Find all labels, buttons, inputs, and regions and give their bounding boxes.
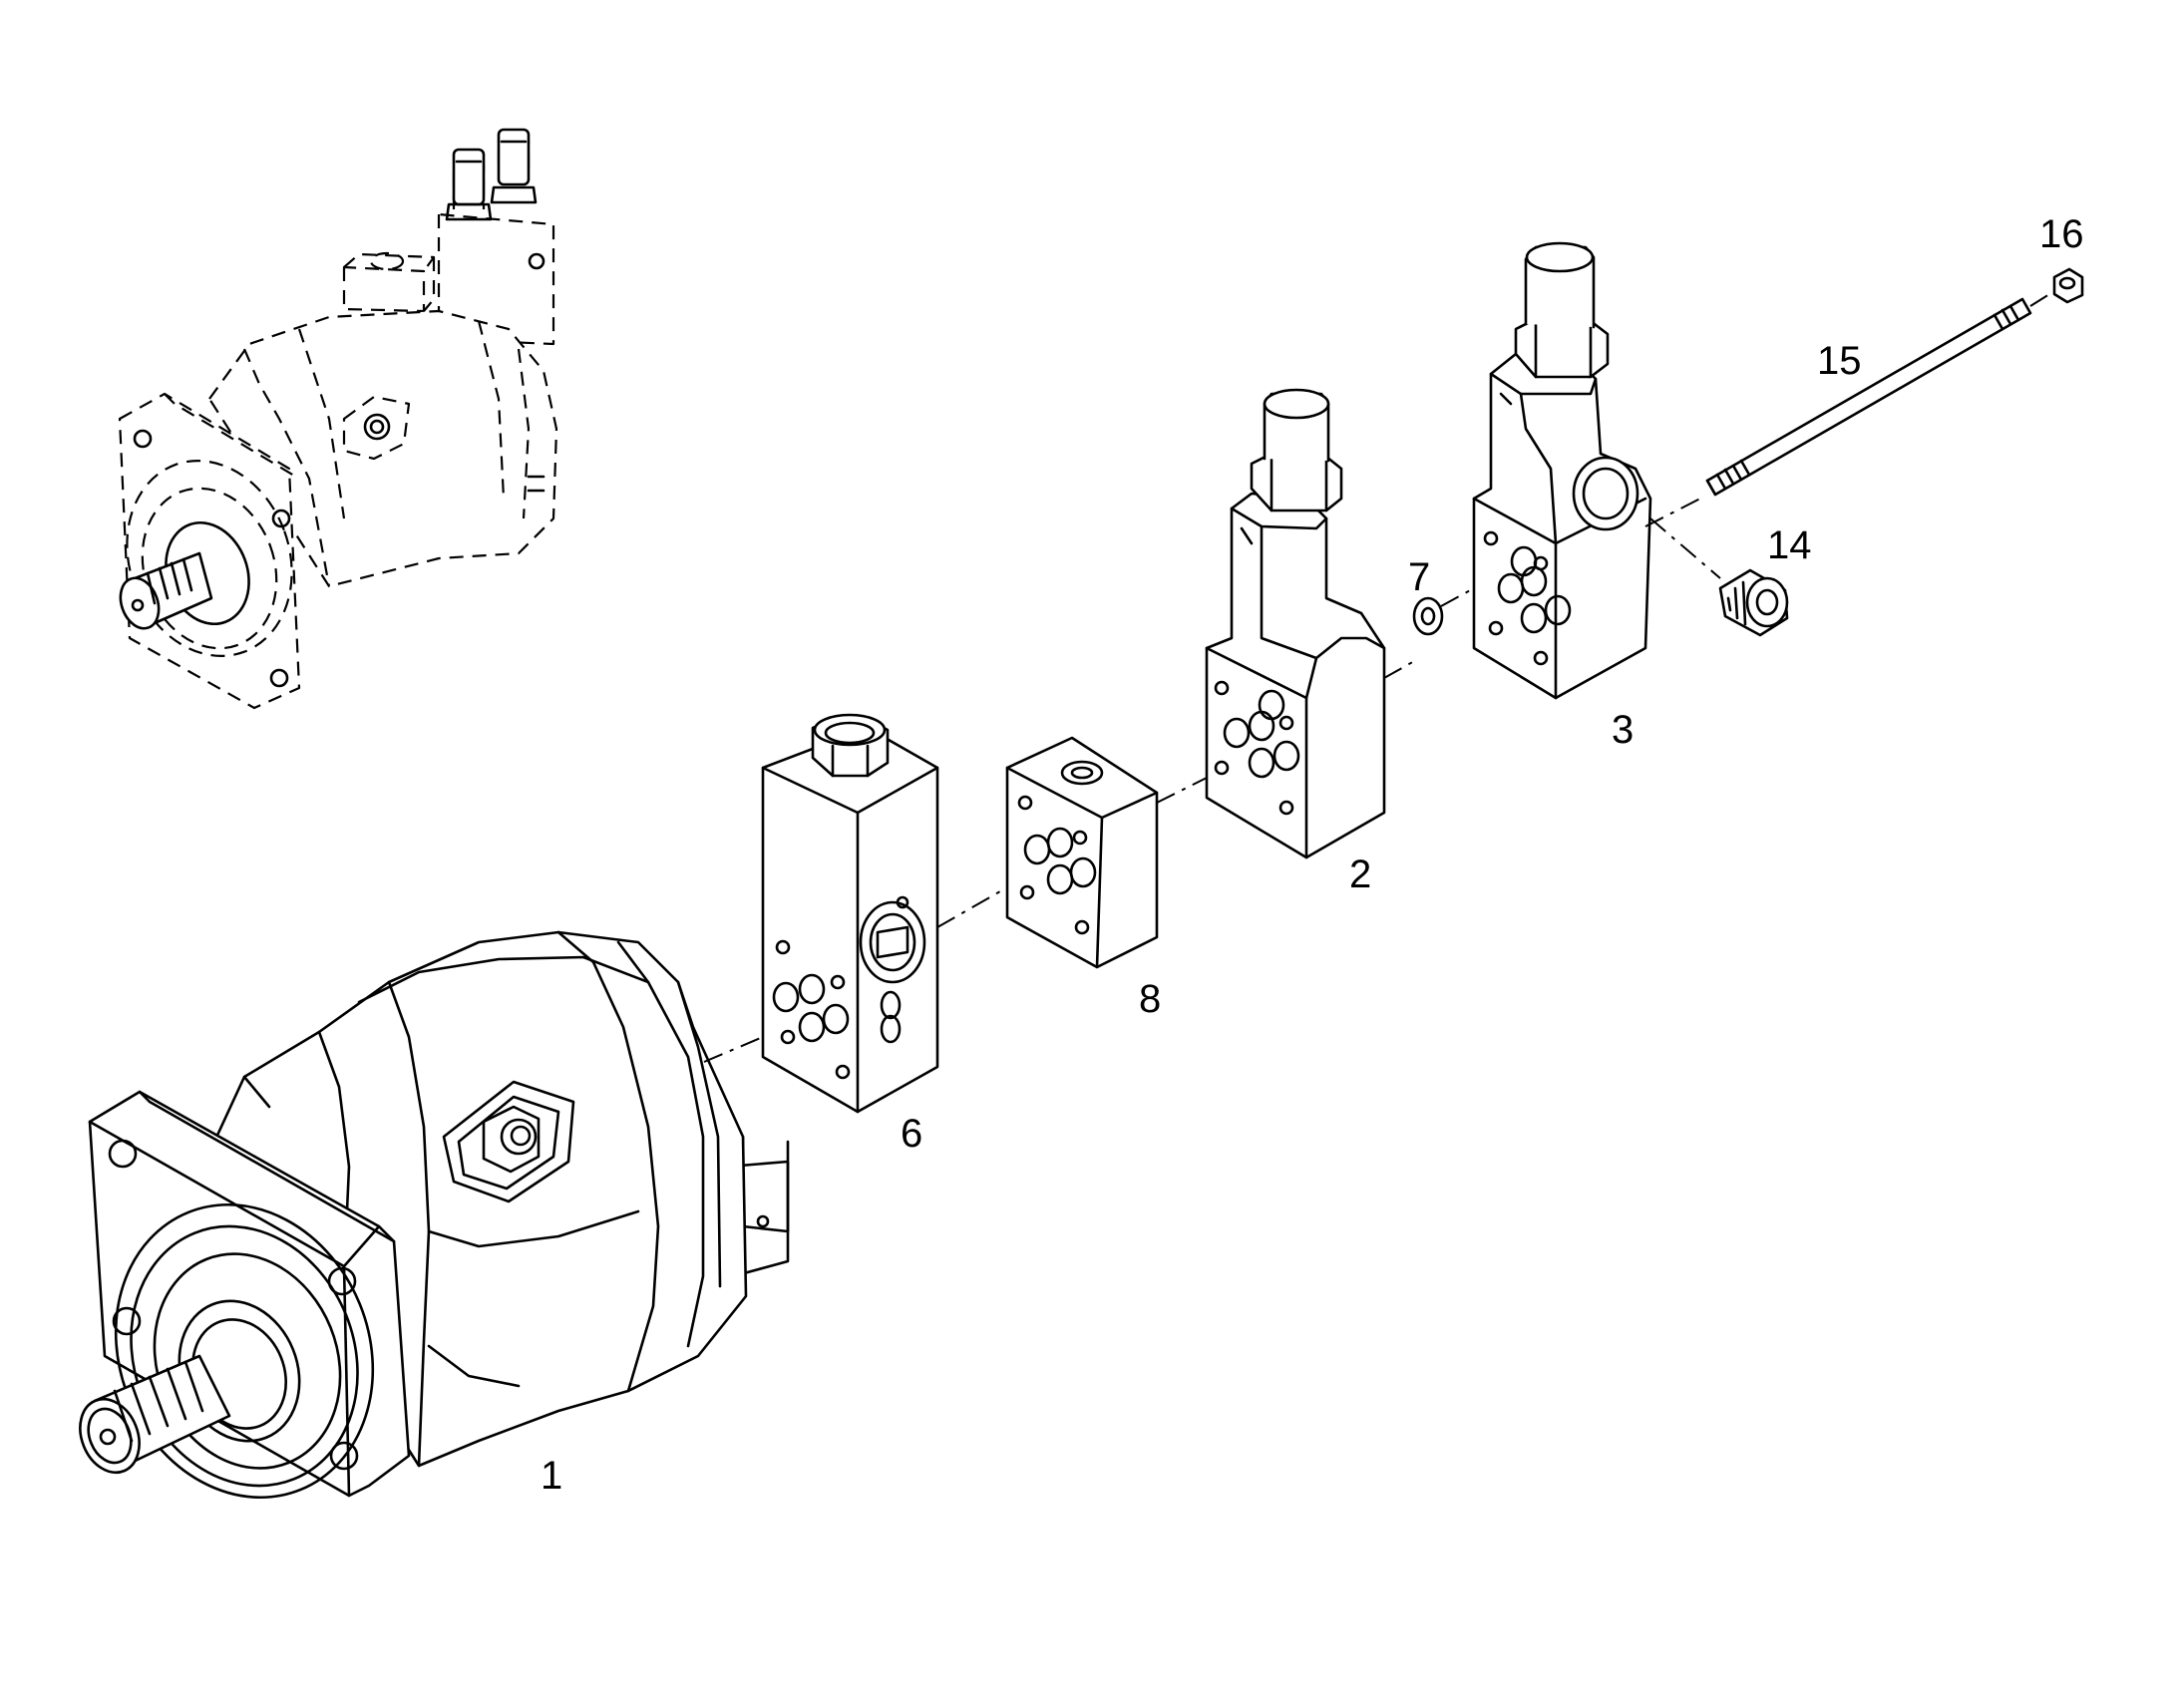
part-14-plug	[1718, 568, 1789, 637]
label-part-7: 7	[1408, 555, 1430, 599]
part-6-valve-block	[761, 713, 939, 1114]
label-part-16: 16	[2039, 212, 2084, 256]
label-part-14: 14	[1767, 523, 1812, 567]
label-part-3: 3	[1612, 708, 1634, 752]
part-16-nut	[2052, 267, 2084, 304]
label-part-6: 6	[901, 1112, 922, 1156]
label-part-1: 1	[541, 1454, 562, 1498]
label-part-8: 8	[1139, 977, 1161, 1021]
part-2-relief-valve	[1205, 388, 1386, 859]
part-1-hydraulic-motor	[79, 930, 790, 1500]
part-15-stud	[1705, 297, 2032, 497]
part-8-intermediate-plate	[1005, 736, 1159, 969]
assembly-leader-lines	[703, 290, 2055, 1063]
assembled-motor-overview	[118, 128, 558, 710]
label-part-15: 15	[1817, 339, 1862, 383]
part-3-relief-valve	[1472, 241, 1652, 700]
label-part-2: 2	[1349, 853, 1371, 896]
part-7-washer	[1412, 596, 1444, 636]
